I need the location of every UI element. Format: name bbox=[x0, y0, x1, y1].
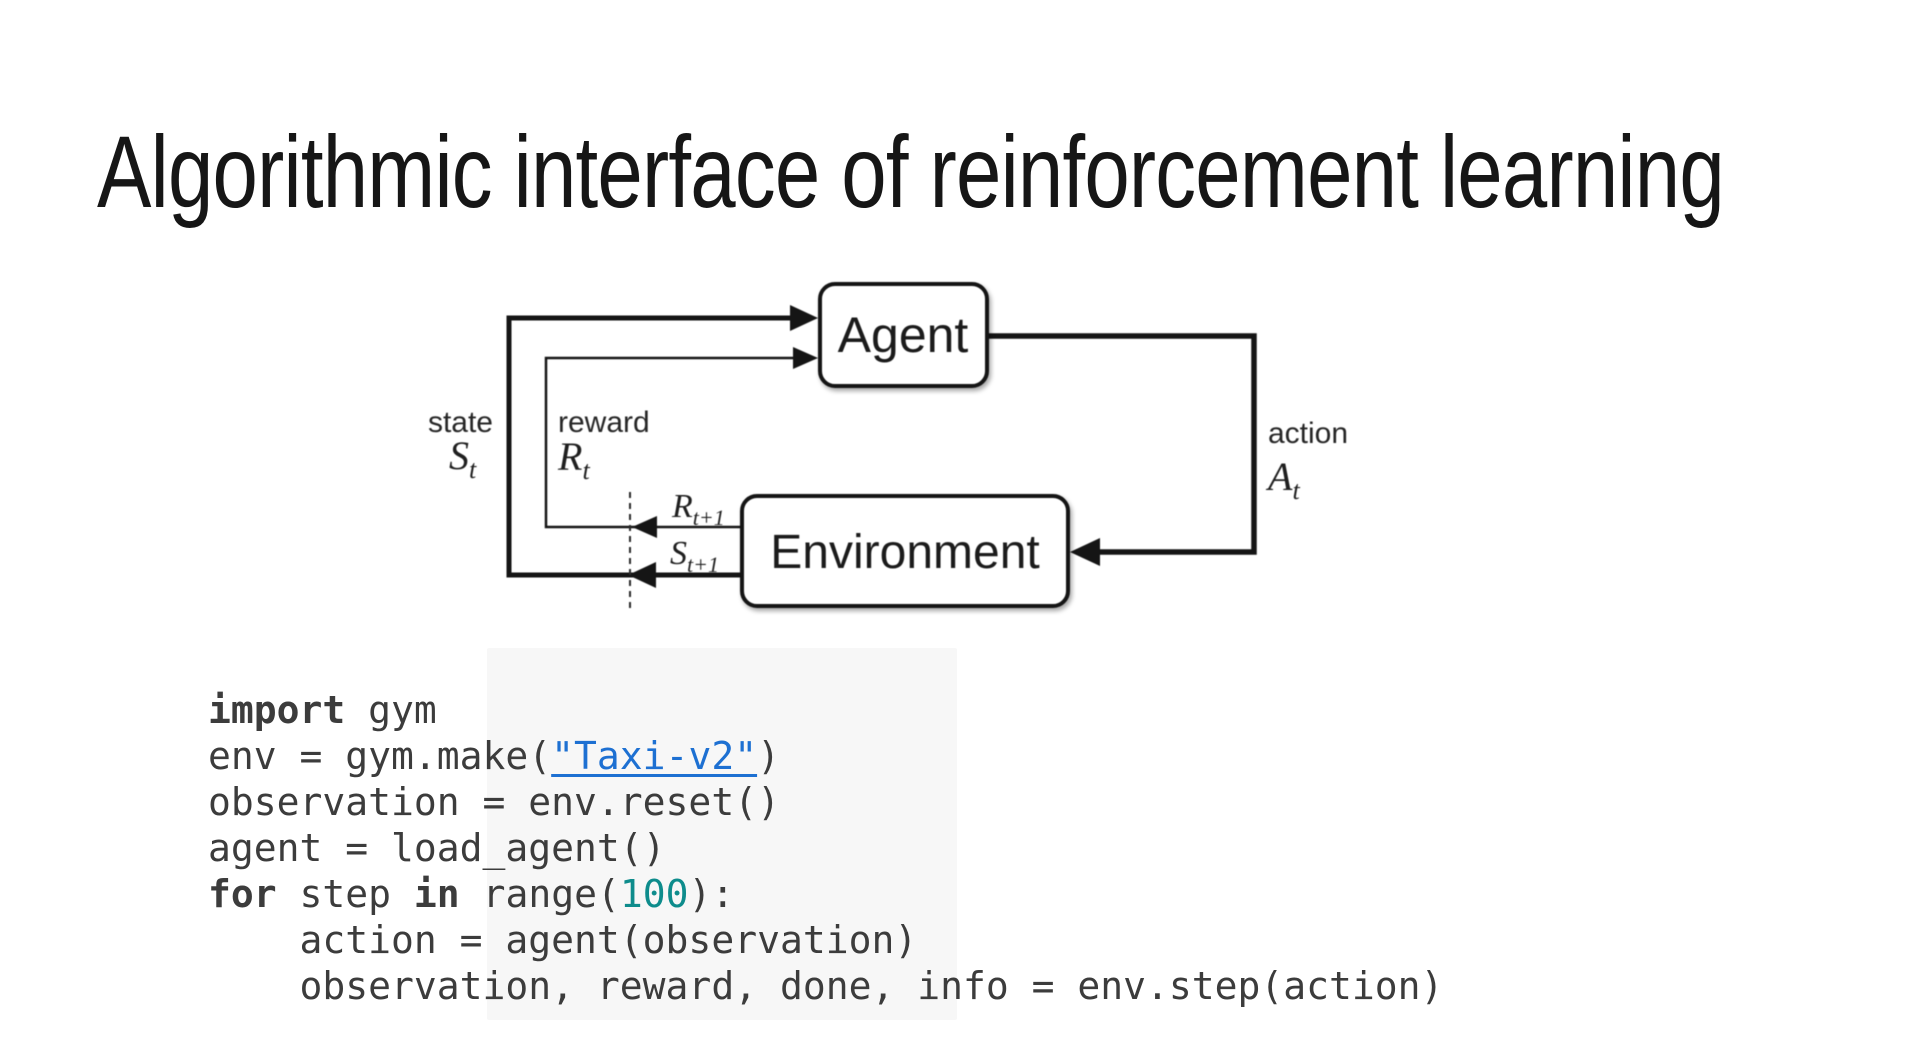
state-label: state bbox=[428, 406, 493, 439]
code-line: agent = load_agent() bbox=[208, 825, 1443, 871]
state-arrowhead-icon bbox=[790, 305, 818, 331]
state-symbol: St bbox=[449, 433, 477, 484]
code-keyword: import bbox=[208, 688, 346, 732]
reward-arrowhead-icon bbox=[793, 347, 818, 369]
code-text: agent = load_agent() bbox=[208, 826, 666, 870]
state-flow-line bbox=[506, 315, 792, 578]
code-text: range( bbox=[459, 872, 620, 916]
code-line: action = agent(observation) bbox=[208, 917, 1443, 963]
code-line: observation, reward, done, info = env.st… bbox=[208, 963, 1444, 1009]
code-text: action = agent(observation) bbox=[208, 918, 918, 962]
page-title: Algorithmic interface of reinforcement l… bbox=[97, 120, 1920, 224]
code-text: env = gym.make( bbox=[208, 734, 552, 778]
code-backdrop bbox=[487, 648, 957, 1020]
code-text: gym bbox=[345, 688, 437, 732]
code-line: observation = env.reset() bbox=[208, 779, 1443, 825]
next-state-symbol: St+1 bbox=[670, 535, 719, 577]
code-string-link[interactable]: "Taxi-v2" bbox=[551, 734, 758, 778]
code-text: observation, reward, done, info = env.st… bbox=[208, 964, 1444, 1008]
action-label: action bbox=[1268, 417, 1348, 450]
code-keyword: for bbox=[208, 872, 277, 916]
code-number: 100 bbox=[619, 872, 689, 916]
environment-box-label: Environment bbox=[770, 526, 1039, 579]
page-title-text: Algorithmic interface of reinforcement l… bbox=[97, 115, 1725, 230]
agent-box-label: Agent bbox=[838, 307, 969, 363]
reward-symbol: Rt bbox=[557, 434, 590, 485]
code-line: for step in range(100): bbox=[208, 871, 1443, 917]
code-text: observation = env.reset() bbox=[208, 780, 780, 824]
code-text: step bbox=[276, 872, 414, 916]
code-text: ) bbox=[757, 734, 780, 778]
next-reward-symbol: Rt+1 bbox=[671, 488, 725, 530]
code-keyword: in bbox=[413, 872, 460, 916]
reward-label: reward bbox=[558, 406, 650, 439]
code-line: import gym bbox=[208, 687, 1443, 733]
next-reward-arrowhead-icon bbox=[632, 516, 657, 538]
action-symbol: At bbox=[1265, 454, 1300, 505]
action-flow-line bbox=[987, 333, 1257, 555]
next-state-arrowhead-icon bbox=[628, 562, 656, 588]
code-text: ): bbox=[688, 872, 735, 916]
agent-box bbox=[818, 282, 989, 388]
action-arrowhead-icon bbox=[1070, 538, 1100, 566]
environment-box bbox=[740, 494, 1070, 608]
code-line: env = gym.make("Taxi-v2") bbox=[208, 733, 1443, 779]
